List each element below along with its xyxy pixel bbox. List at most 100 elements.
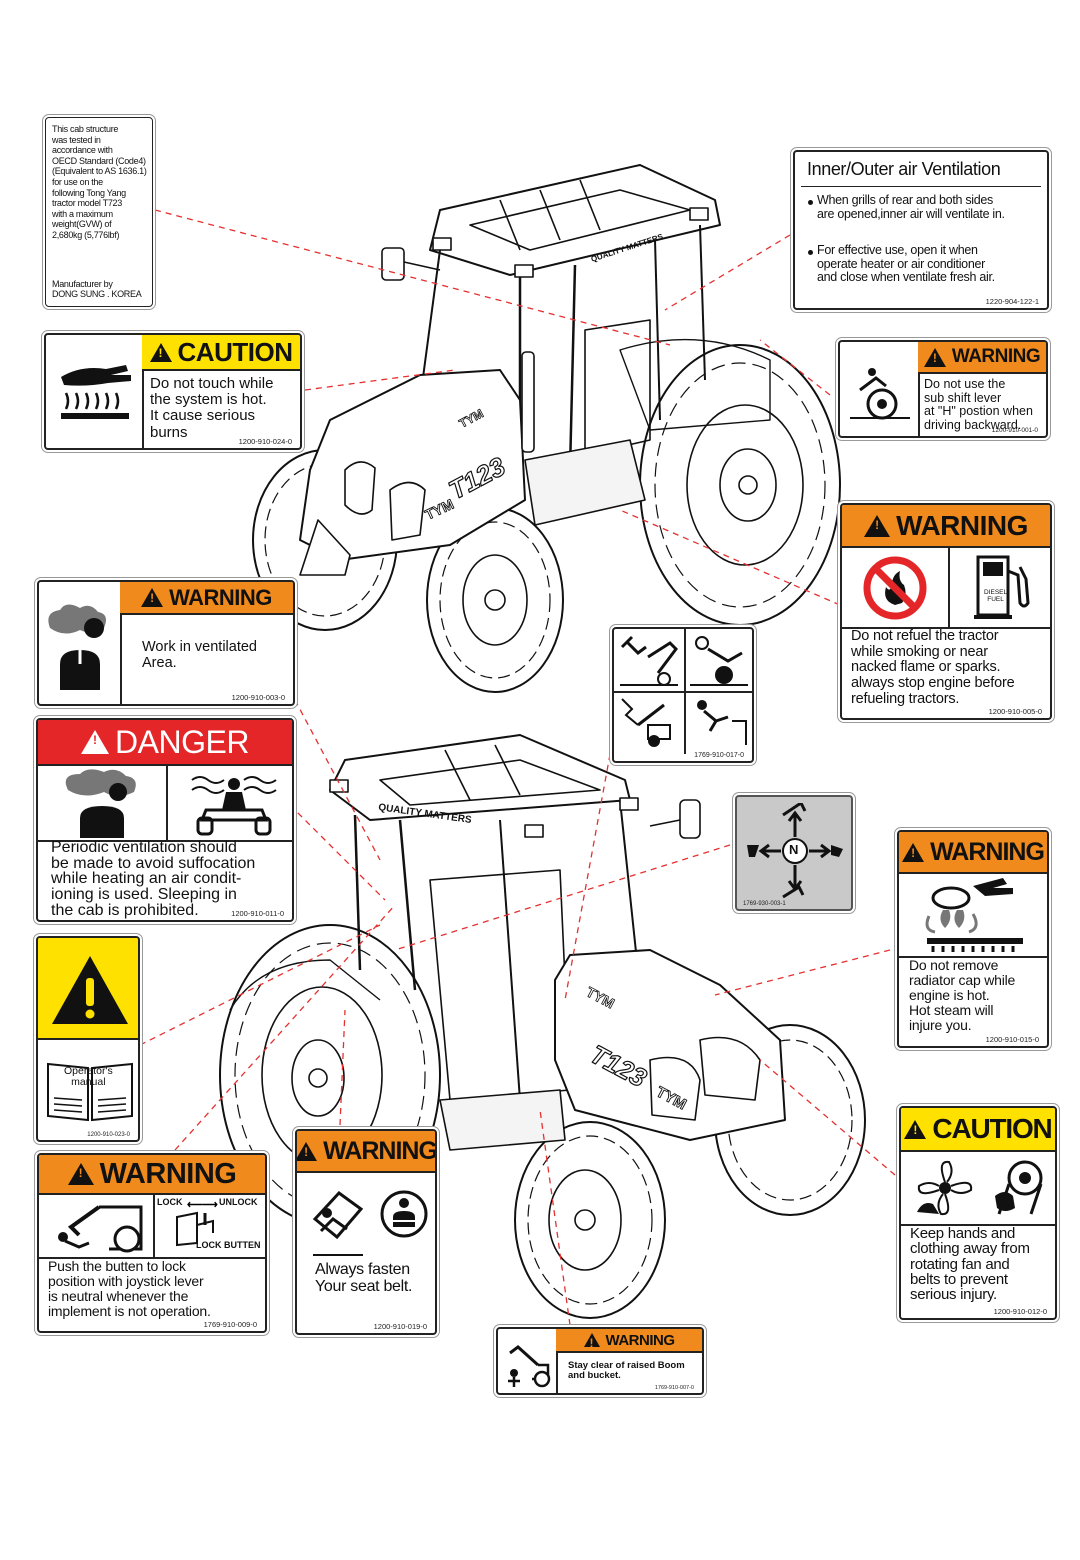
warning-lock-header: WARNING — [39, 1155, 265, 1195]
leader-danger — [289, 804, 386, 901]
warning-refuel-header: WARNING — [842, 505, 1050, 548]
danger-suffocation-header-text: DANGER — [115, 723, 249, 760]
fall-hazard-icon — [697, 700, 747, 745]
alert-triangle-icon — [149, 342, 172, 362]
warning-refuel-label: WARNING DIESEL FUEL Do not refuel the tr… — [840, 503, 1052, 720]
warning-sub-shift-label: WARNING Do not use the sub shift lever a… — [838, 340, 1048, 438]
lock-text: LOCK — [157, 1197, 183, 1207]
alert-triangle-icon — [81, 730, 110, 754]
tractor-top: T123 TYM TYM QUALITY MATTERS — [252, 164, 841, 693]
operators-manual-code: 1200-910-023-0 — [87, 1132, 130, 1138]
cab-structure-manufacturer: Manufacturer by DONG SUNG . KOREA — [52, 279, 142, 299]
manual-book-icon — [47, 1062, 133, 1122]
rollover-protection-icon — [312, 1191, 364, 1256]
leader-boom — [539, 1109, 571, 1326]
ventilation-bullet-1: When grills of rear and both sides are o… — [817, 193, 1005, 221]
alert-triangle-icon — [52, 956, 128, 1024]
ventilation-title: Inner/Outer air Ventilation — [807, 159, 1001, 179]
tractor-top-hood: T123 TYM TYM QUALITY MATTERS — [299, 232, 771, 576]
pictograms-label: 1769-910-017-0 — [612, 627, 754, 763]
loader-crush-icon — [58, 1205, 143, 1253]
tractor-top-cab — [381, 164, 721, 471]
warning-ventilated-text: Work in ventilated Area. — [142, 639, 257, 671]
belt-hand-icon — [995, 1160, 1043, 1215]
ventilation-label: Inner/Outer air Ventilation When grills … — [793, 150, 1049, 310]
leader-fan — [759, 1059, 896, 1176]
alert-triangle-icon — [583, 1333, 600, 1350]
caution-hot-label: CAUTION Do not touch while the system is… — [44, 333, 302, 450]
unlock-text: UNLOCK — [219, 1197, 258, 1207]
caution-hot-header: CAUTION — [142, 335, 300, 371]
ventilation-bullet-2: For effective use, open it when operate … — [817, 243, 995, 284]
caution-hot-header-text: CAUTION — [177, 336, 293, 367]
warning-boom-code: 1769-910-007-0 — [654, 1385, 694, 1391]
tractor-bottom-cab — [329, 734, 701, 1101]
fuel-pump-label: DIESEL FUEL — [984, 589, 1008, 604]
warning-seatbelt-header: WARNING — [297, 1131, 435, 1173]
no-flame-icon — [863, 556, 927, 620]
caution-fan-header: CAUTION — [901, 1108, 1055, 1152]
warning-refuel-code: 1200-910-005-0 — [988, 707, 1042, 716]
leader-sub-shift — [759, 339, 831, 396]
arrow-left-icon: ⟵ — [187, 1199, 203, 1211]
bullet-icon — [808, 200, 813, 205]
leader-seatbelt — [339, 1009, 346, 1126]
leader-ventilation — [664, 234, 791, 311]
alert-triangle-icon — [297, 1141, 318, 1161]
warning-refuel-header-text: WARNING — [896, 509, 1028, 541]
warning-radiator-code: 1200-910-015-0 — [985, 1035, 1039, 1044]
leader-ventilated — [294, 699, 381, 861]
caution-fan-text: Keep hands and clothing away from rotati… — [910, 1225, 1030, 1304]
fumes-person-icon — [48, 604, 106, 690]
cab-structure-label: This cab structure was tested in accorda… — [45, 117, 153, 307]
alert-triangle-icon — [902, 842, 925, 862]
arrow-right-icon: ⟶ — [202, 1199, 218, 1211]
tractor-bottom-hood: T123 TYM TYM QUALITY MATTERS — [229, 802, 786, 1151]
danger-suffocation-label: DANGER Periodic ventilation should be ma… — [36, 718, 294, 922]
boom-hazard-icon — [620, 635, 678, 686]
ventilation-code: 1220-904-122-1 — [985, 297, 1039, 306]
operators-manual-label: Operator's manual 1200-910-023-0 — [36, 936, 140, 1142]
warning-seatbelt-text: Always fasten Your seat belt. — [315, 1261, 413, 1296]
alert-triangle-icon — [923, 347, 946, 367]
warning-lock-text: Push the butten to lock position with jo… — [48, 1258, 211, 1320]
danger-suffocation-code: 1200-910-011-0 — [231, 909, 284, 918]
leader-cab-structure — [154, 209, 671, 346]
caution-fan-label: CAUTION Keep hands and clothing away fro… — [899, 1106, 1057, 1320]
cab-structure-text: This cab structure was tested in accorda… — [52, 124, 147, 241]
leader-caution-hot — [304, 369, 456, 391]
warning-sub-shift-code: 1200-910-001-0 — [991, 427, 1038, 434]
warning-sub-shift-header: WARNING — [918, 342, 1046, 374]
warning-boom-label: WARNING Stay clear of raised Boom and bu… — [496, 1327, 704, 1395]
warning-radiator-header-text: WARNING — [930, 837, 1045, 866]
warning-lock-header-text: WARNING — [99, 1157, 237, 1190]
joystick-neutral-text: N — [789, 842, 799, 857]
radiator-steam-icon — [925, 878, 1023, 952]
danger-suffocation-text: Periodic ventilation should be made to a… — [51, 839, 256, 919]
lock-button-text: LOCK BUTTEN — [196, 1240, 261, 1250]
fumes-person-icon — [65, 769, 136, 838]
warning-radiator-text: Do not remove radiator cap while engine … — [909, 957, 1016, 1034]
warning-sub-shift-text: Do not use the sub shift lever at "H" po… — [924, 377, 1033, 432]
leader-manual — [139, 924, 381, 1046]
joystick-directions-icon — [747, 803, 843, 899]
alert-triangle-icon — [864, 514, 891, 537]
leader-joystick — [394, 844, 731, 951]
warning-ventilated-header: WARNING — [120, 582, 293, 615]
danger-suffocation-header: DANGER — [38, 720, 292, 766]
bucket-falling-icon — [690, 636, 748, 686]
warning-sub-shift-header-text: WARNING — [951, 346, 1041, 367]
warning-seatbelt-header-text: WARNING — [323, 1136, 437, 1165]
joystick-code: 1769-930-003-1 — [743, 901, 786, 907]
warning-boom-text: Stay clear of raised Boom and bucket. — [568, 1360, 685, 1382]
tractor-rollover-icon — [850, 368, 910, 420]
leader-lines — [139, 209, 896, 1326]
pictograms-code: 1769-910-017-0 — [694, 752, 744, 759]
warning-lock-label: WARNING LOCK ⟵ ⟶ UNLOCK LOCK BUTTEN Push… — [37, 1153, 267, 1333]
warning-boom-header-text: WARNING — [605, 1331, 676, 1349]
warning-radiator-header: WARNING — [899, 832, 1047, 874]
caution-fan-code: 1200-910-012-0 — [993, 1307, 1047, 1316]
tractor-top-rear-wheel — [639, 344, 841, 626]
warning-boom-header: WARNING — [556, 1329, 702, 1353]
warning-ventilated-code: 1200-910-003-0 — [231, 693, 285, 702]
